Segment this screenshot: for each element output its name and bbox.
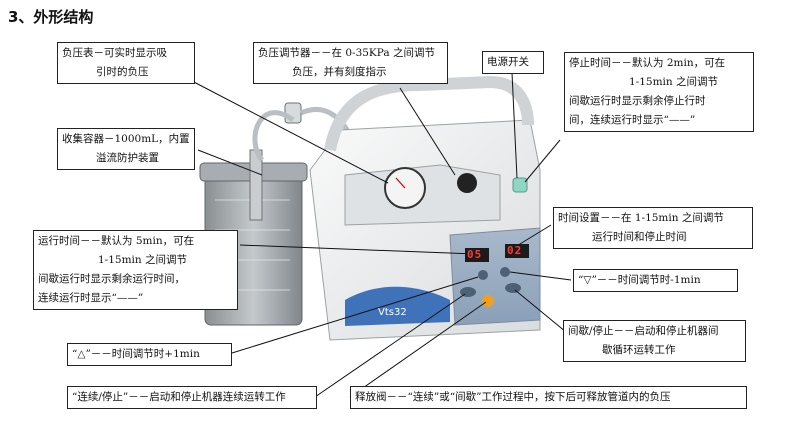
callout-intermittent-stop: 间歇/停止－－启动和停止机器间 歇循环运转工作 (563, 320, 746, 362)
display-right (505, 244, 529, 258)
run-time-display: 05 (467, 248, 483, 261)
collection-jar (199, 102, 308, 326)
callout-down-button: “▽”－－时间调节时-1min (573, 269, 738, 292)
regulator-knob (457, 173, 477, 193)
section-heading: 3、外形结构 (8, 8, 94, 26)
callout-gauge: 负压表－可实时显示吸 引时的负压 (57, 42, 195, 84)
callout-run-time: 运行时间－－默认为 5min，可在 1-15min 之间调节 间歇运行时显示剩余… (33, 230, 238, 310)
callout-power-switch: 电源开关 (482, 51, 544, 74)
stop-time-display: 02 (507, 244, 523, 257)
down-button (500, 267, 510, 277)
callout-time-setting: 时间设置－－在 1-15min 之间调节 运行时间和停止时间 (553, 207, 753, 249)
callout-container: 收集容器－1000mL，内置 溢流防护装置 (57, 128, 195, 170)
display-left (465, 248, 489, 262)
callout-continuous-stop: “连续/停止”－－启动和停止机器连续运转工作 (67, 386, 317, 409)
pressure-gauge (384, 167, 426, 209)
callout-up-button: “△”－－时间调节时+1min (67, 343, 232, 366)
callout-regulator: 负压调节器－－在 0-35KPa 之间调节 负压，并有刻度指示 (253, 42, 448, 84)
power-switch (512, 177, 528, 193)
up-button (478, 270, 488, 280)
intermittent-button (505, 283, 521, 293)
callout-release-valve: 释放阀－－“连续”或“间歇”工作过程中，按下后可释放管道内的负压 (350, 386, 747, 409)
callout-stop-time: 停止时间－－默认为 2min，可在 1-15min 之间调节 间歇运行时显示剩余… (564, 52, 754, 132)
release-valve (482, 295, 494, 307)
model-label: Vts32 (378, 307, 407, 318)
device-body (309, 75, 541, 341)
